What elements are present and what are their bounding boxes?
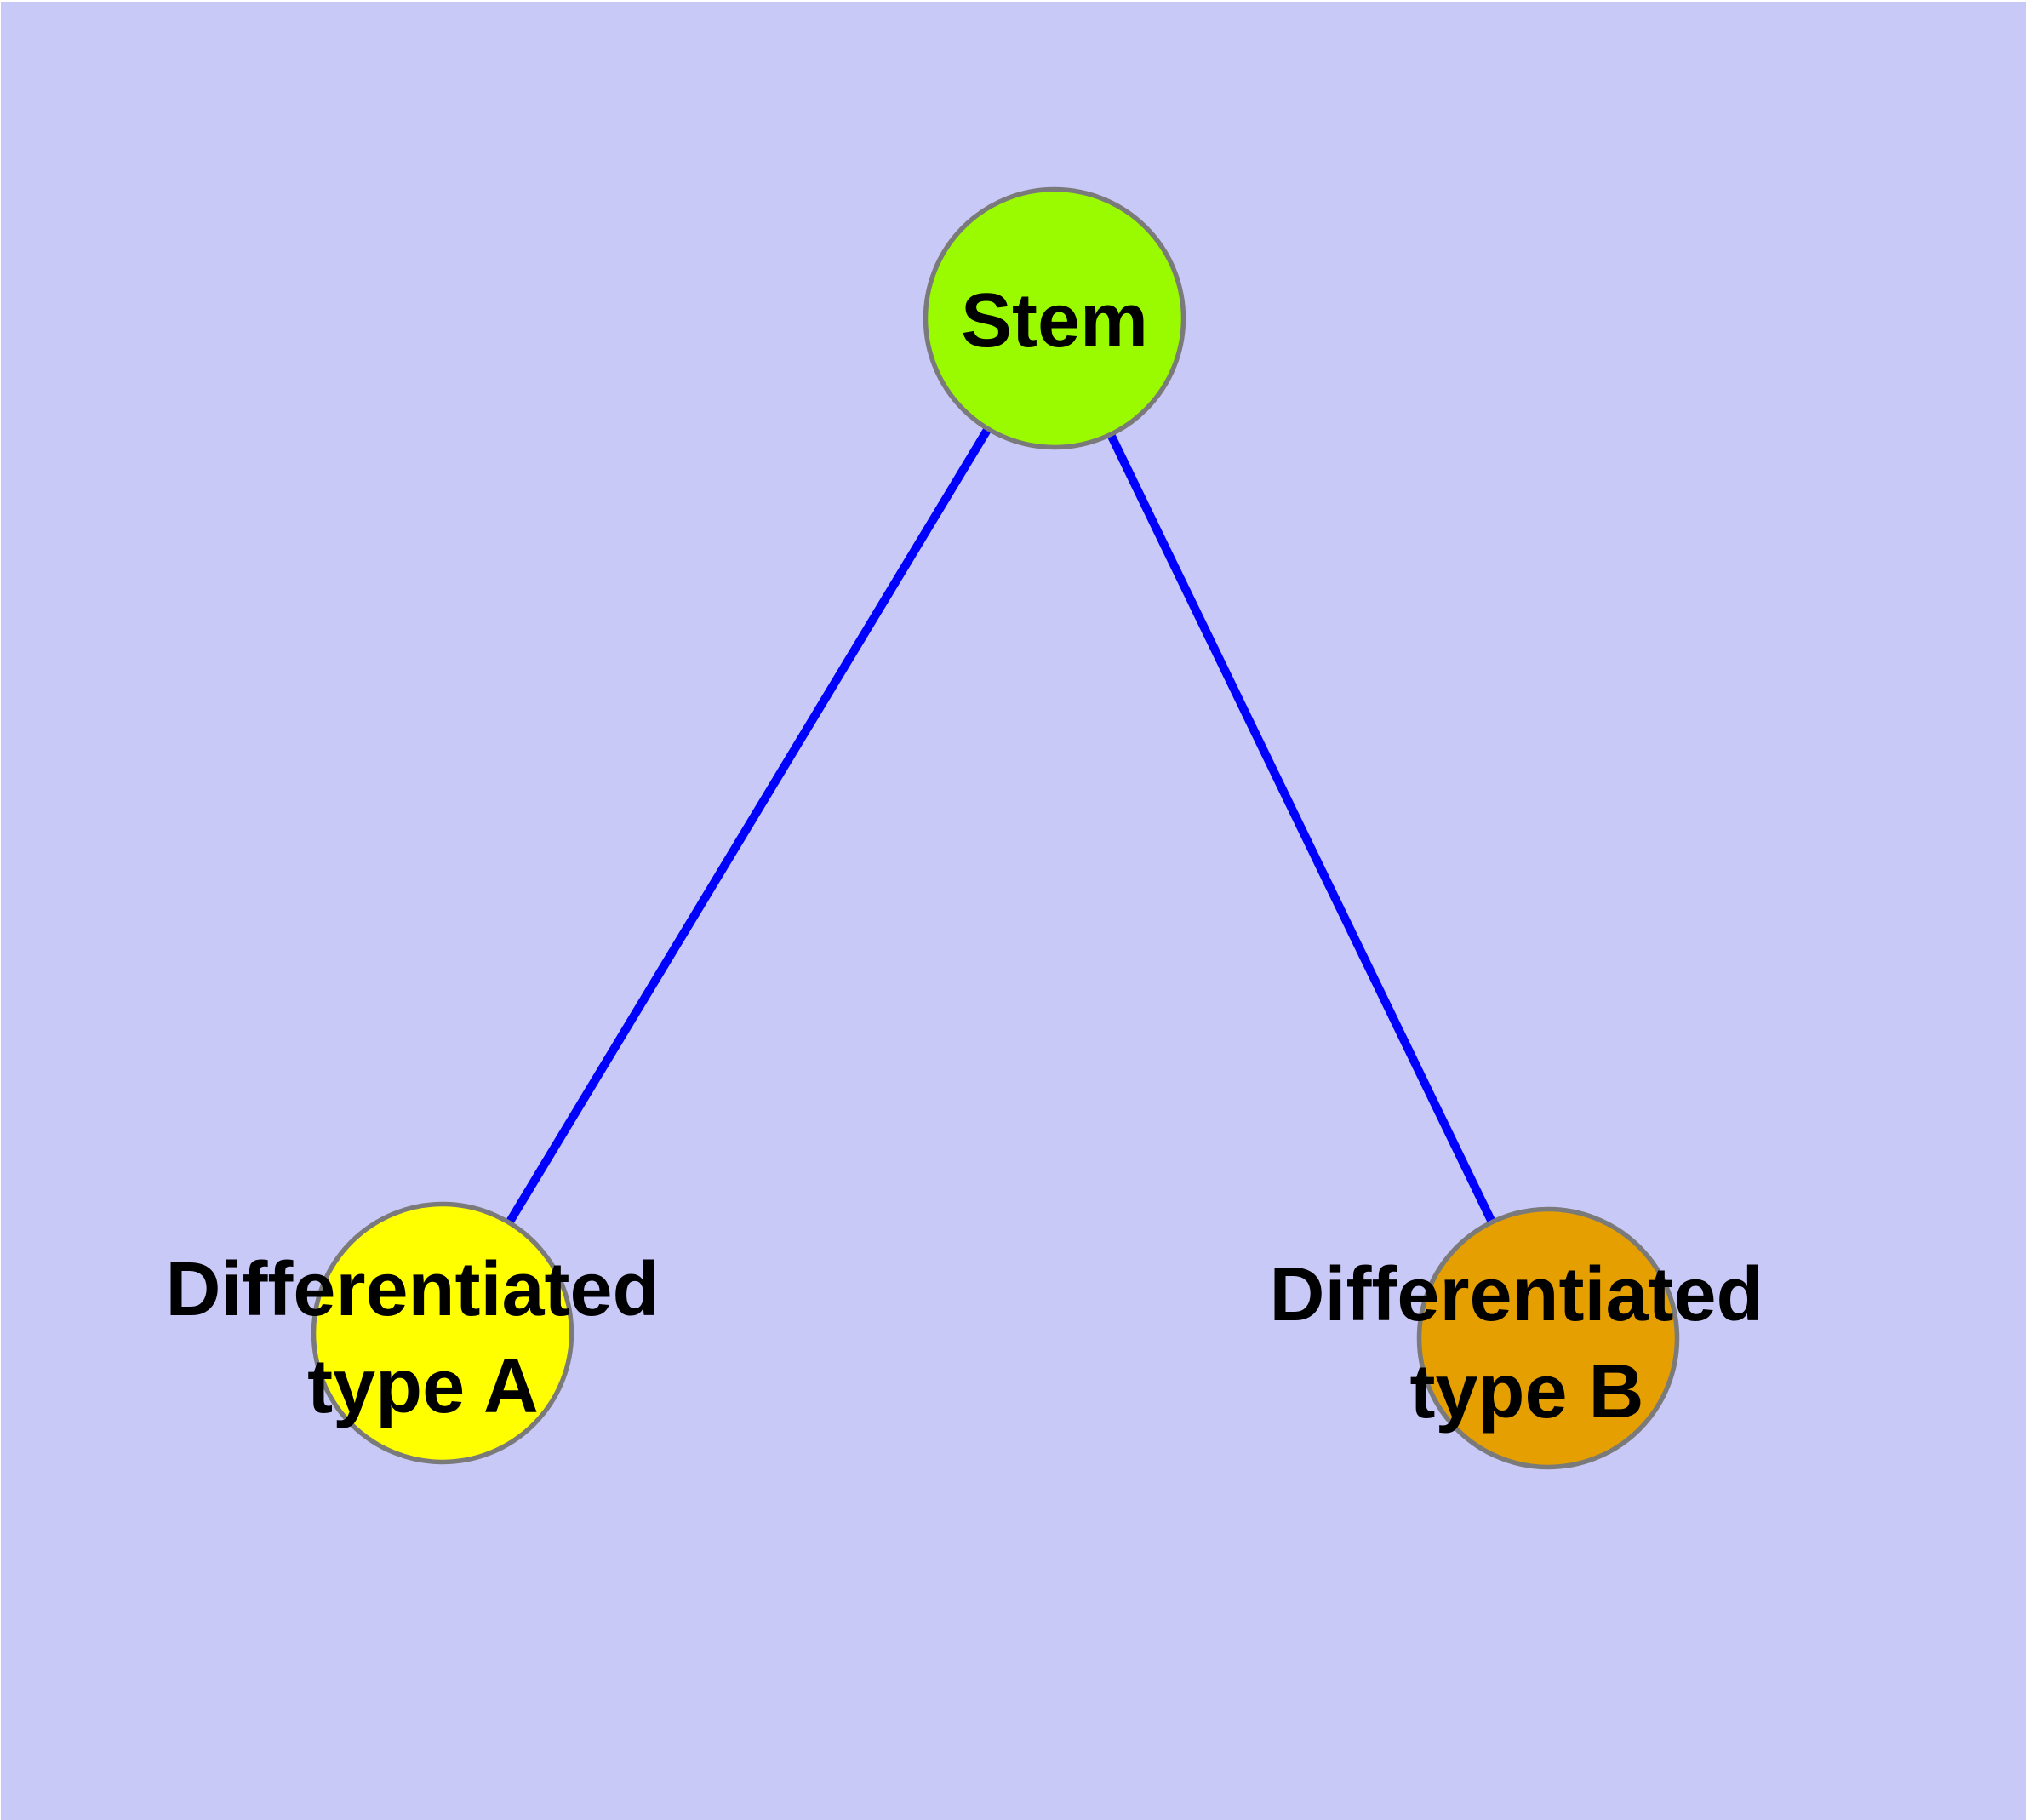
- node-differentiated-type-a: [311, 1201, 574, 1465]
- node-differentiated-type-b-label-line2: type B: [1409, 1349, 1643, 1434]
- node-differentiated-type-b-label-line1: Differentiated: [1269, 1252, 1763, 1337]
- edge-stem-to-type-b: [1050, 316, 1552, 1341]
- edge-stem-to-type-a: [438, 316, 1059, 1336]
- node-differentiated-type-b: [1416, 1206, 1680, 1470]
- node-differentiated-type-a-label-line2: type A: [307, 1344, 539, 1429]
- node-stem: [923, 186, 1186, 450]
- node-stem-label: Stem: [961, 278, 1148, 363]
- node-differentiated-type-b-label: Differentiated type B: [1269, 1252, 1784, 1434]
- node-differentiated-type-a-label-line1: Differentiated: [165, 1247, 659, 1332]
- node-differentiated-type-a-label: Differentiated type A: [165, 1247, 680, 1429]
